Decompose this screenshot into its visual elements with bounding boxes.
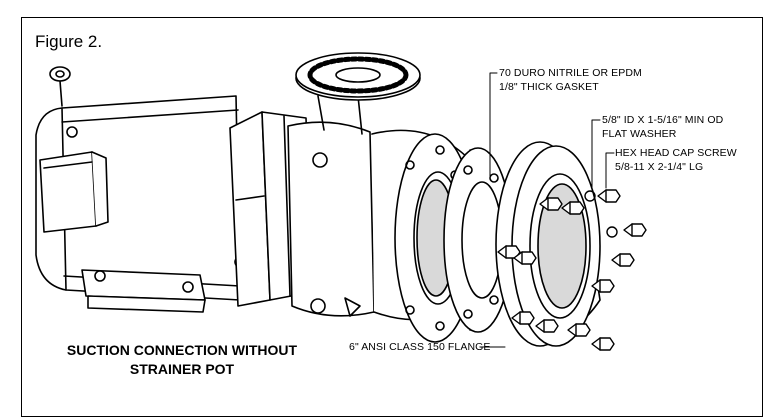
- hex-bolt-icon: [611, 253, 635, 267]
- hex-bolt-icon: [591, 337, 615, 351]
- gasket-callout: 70 DURO NITRILE OR EPDM 1/8" THICK GASKE…: [499, 66, 642, 94]
- ansi-flange: [495, 141, 601, 347]
- gasket-callout-line1: 70 DURO NITRILE OR EPDM: [499, 67, 642, 79]
- hex-bolt-icon: [567, 323, 591, 337]
- hex-bolt-icon: [513, 251, 537, 265]
- flange-callout: 6" ANSI CLASS 150 FLANGE: [349, 341, 491, 353]
- conduit-box: [39, 151, 109, 233]
- hex-bolt-icon: [597, 189, 621, 203]
- screw-callout-line2: 5/8-11 X 2-1/4" LG: [615, 161, 704, 173]
- lifting-eye-icon: [49, 66, 71, 107]
- hex-bolt-icon: [623, 223, 647, 237]
- motor-base: [81, 269, 206, 313]
- caption-line1: SUCTION CONNECTION WITHOUT: [66, 342, 298, 358]
- motor: [35, 66, 246, 313]
- hex-bolt-icon: [511, 311, 535, 325]
- figure-caption: SUCTION CONNECTION WITHOUT STRAINER POT: [26, 341, 338, 379]
- hex-bolt-icon: [561, 201, 585, 215]
- gasket-callout-line2: 1/8" THICK GASKET: [499, 81, 599, 93]
- hex-cap-screws: [497, 189, 647, 351]
- screw-callout: HEX HEAD CAP SCREW 5/8-11 X 2-1/4" LG: [615, 146, 737, 174]
- screw-callout-line1: HEX HEAD CAP SCREW: [615, 147, 737, 159]
- washer-callout: 5/8" ID X 1-5/16" MIN OD FLAT WASHER: [602, 113, 723, 141]
- pump-casing: [287, 95, 375, 317]
- hex-bolt-icon: [591, 279, 615, 293]
- caption-line2: STRAINER POT: [129, 361, 235, 377]
- hex-bolt-icon: [539, 197, 563, 211]
- leader-lines: [479, 72, 615, 348]
- washer-callout-line1: 5/8" ID X 1-5/16" MIN OD: [602, 114, 724, 126]
- hex-bolt-icon: [497, 245, 521, 259]
- strainer-lid: [295, 52, 421, 101]
- washer-callout-line2: FLAT WASHER: [602, 128, 677, 140]
- figure-label: Figure 2.: [35, 32, 103, 51]
- hex-bolt-icon: [535, 319, 559, 333]
